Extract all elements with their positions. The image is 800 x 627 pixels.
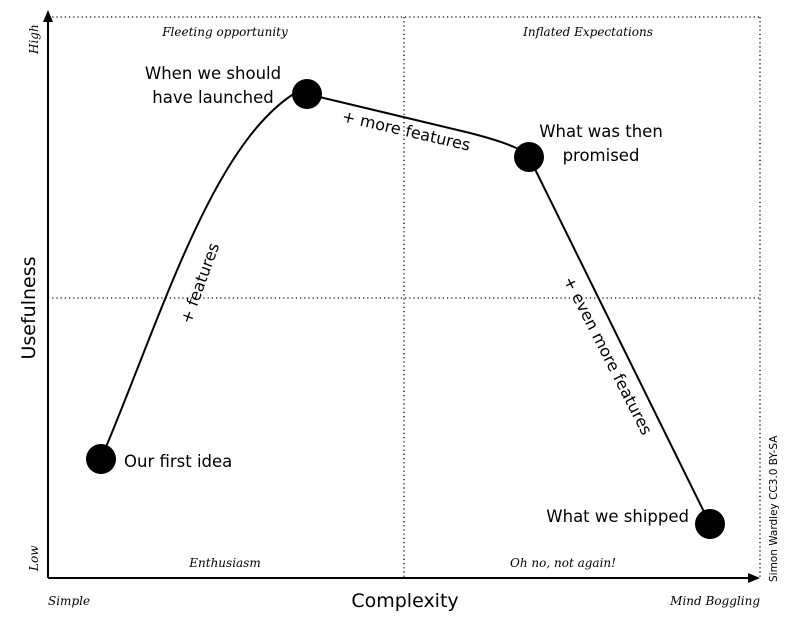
point-should-have-launched xyxy=(292,79,322,109)
quadrant-top-left-label: Fleeting opportunity xyxy=(161,25,288,39)
label-shipped: What we shipped xyxy=(546,507,689,526)
segment-more-features-label: + more features xyxy=(340,107,472,155)
x-axis-start-label: Simple xyxy=(48,594,90,608)
point-first-idea xyxy=(86,444,116,474)
quadrant-top-right-label: Inflated Expectations xyxy=(522,25,653,39)
evolution-curve xyxy=(100,92,711,525)
label-promised-line1: What was then xyxy=(539,122,663,141)
label-promised-line2: promised xyxy=(563,146,640,165)
y-axis-title: Usefulness xyxy=(18,256,40,359)
x-axis-arrow xyxy=(748,573,760,583)
quadrant-bottom-left-label: Enthusiasm xyxy=(188,556,260,570)
label-should-launch-line1: When we should xyxy=(145,64,281,83)
quadrant-bottom-right-label: Oh no, not again! xyxy=(510,556,616,570)
y-axis-high-label: High xyxy=(27,24,41,55)
credit-text: Simon Wardley CC3.0 BY-SA xyxy=(768,435,780,582)
label-first-idea: Our first idea xyxy=(124,452,232,471)
x-axis-end-label: Mind Boggling xyxy=(669,594,760,608)
y-axis-arrow xyxy=(43,10,53,22)
y-axis-low-label: Low xyxy=(27,545,41,572)
point-shipped xyxy=(695,509,725,539)
segment-even-more-features-label: + even more features xyxy=(560,273,657,438)
label-should-launch-line2: have launched xyxy=(152,88,274,107)
x-axis-title: Complexity xyxy=(351,590,458,612)
point-promised xyxy=(514,142,544,172)
